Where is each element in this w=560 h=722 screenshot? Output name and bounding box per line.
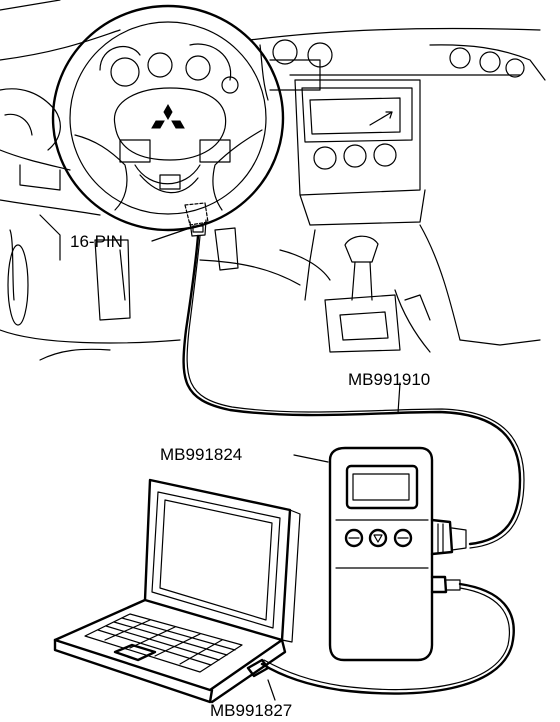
cable-mb991827 <box>260 582 515 701</box>
brand-logo <box>151 103 185 129</box>
dashboard <box>0 0 546 361</box>
label-mb991827: MB991827 <box>210 701 292 720</box>
laptop <box>53 478 301 704</box>
label-mb991824: MB991824 <box>160 445 242 464</box>
connector-leader-line <box>151 227 191 242</box>
steering-wheel <box>51 4 285 232</box>
interface-unit <box>293 446 467 662</box>
label-mb991910: MB991910 <box>348 370 430 389</box>
diagnostic-connector <box>184 202 209 237</box>
label-16-pin: 16-PIN <box>70 232 123 251</box>
cable-mb991910 <box>182 234 525 549</box>
